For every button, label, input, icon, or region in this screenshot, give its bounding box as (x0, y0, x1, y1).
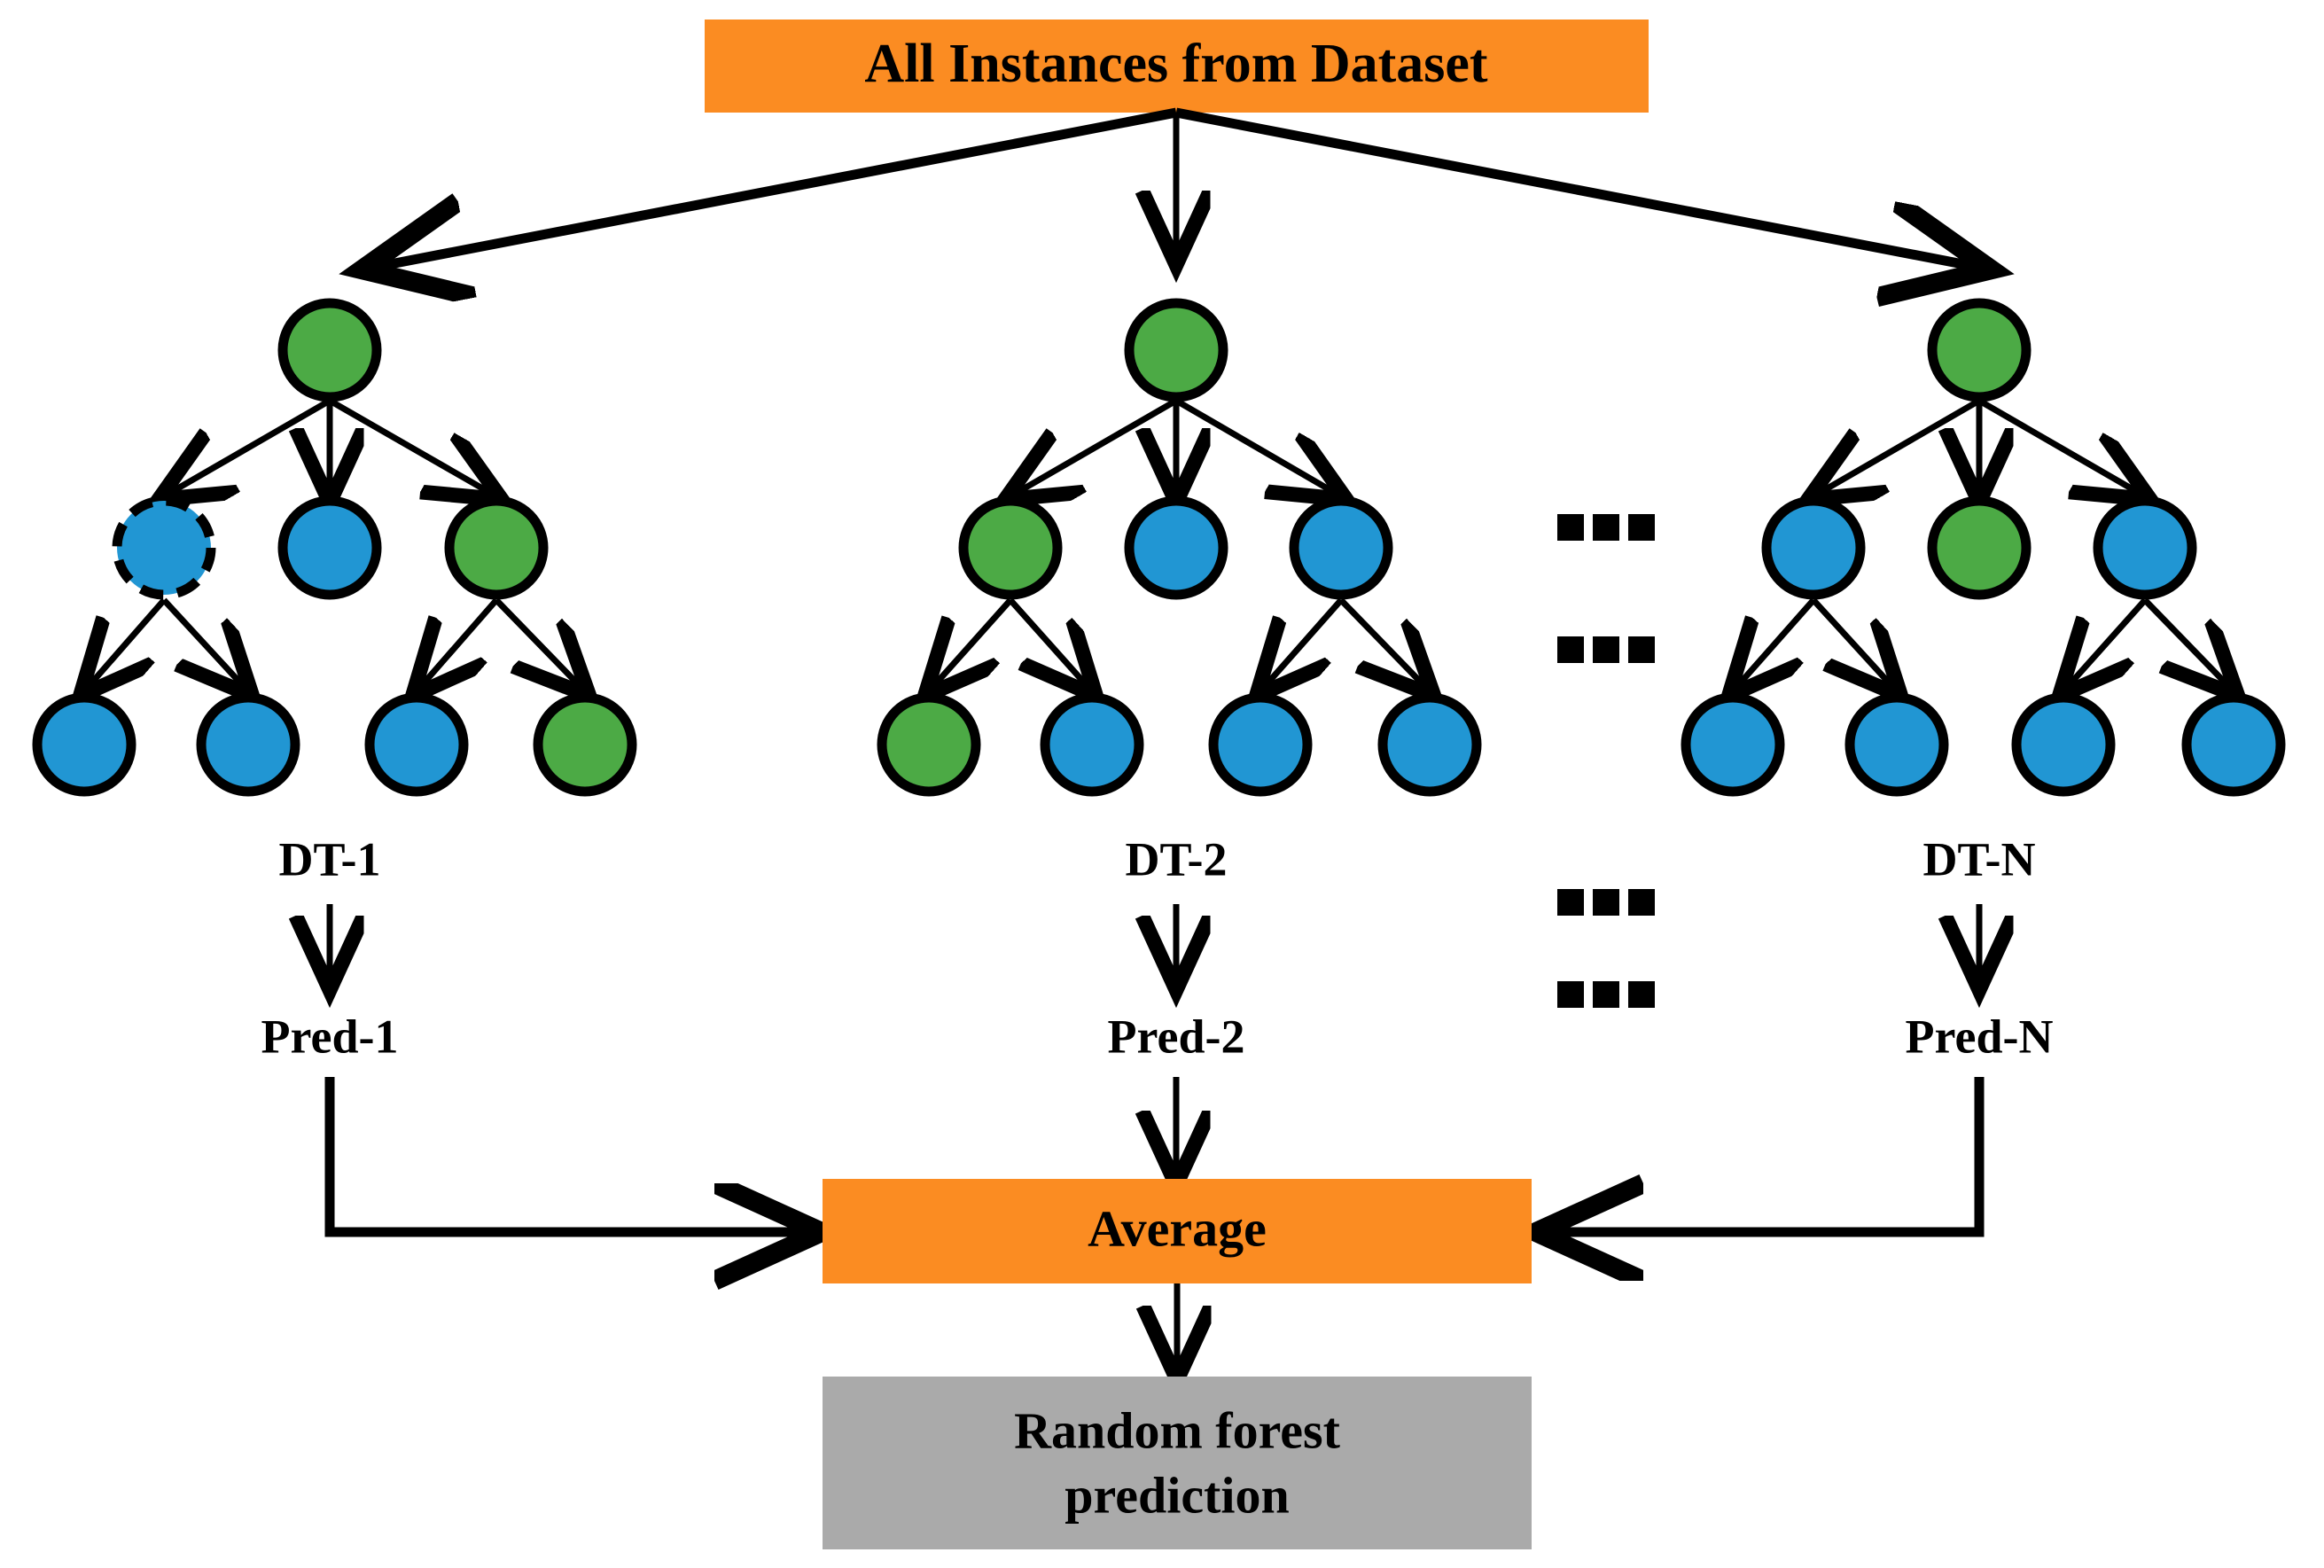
edge-dt1-l2a-l3b (161, 597, 248, 691)
dt1-node-l2-1 (112, 495, 216, 600)
ellipsis-dot (1593, 889, 1619, 916)
dt2-node-l2-1 (958, 495, 1063, 600)
edge-dtn-l2a-l3a (1733, 597, 1816, 691)
pred2-label: Pred-2 (1108, 1010, 1245, 1063)
ellipsis-dot (1593, 514, 1619, 541)
edge-dtn-l2c-l3d (2142, 597, 2234, 691)
all-instances-box-rect (705, 20, 1649, 113)
edge-dt2-l2c-l3c (1260, 597, 1344, 691)
dt2-node-l3-4 (1377, 692, 1482, 797)
average-box-rect (823, 1179, 1532, 1283)
edge-dtn-root-l2c (1977, 397, 2145, 496)
ellipsis-dot (1628, 889, 1655, 916)
dtn-label: DT-N (1922, 832, 2035, 885)
dtn-node-l3-4 (2181, 692, 2286, 797)
ellipsis-dot (1628, 636, 1655, 663)
all-instances-box: All Instances from Dataset (705, 20, 1649, 113)
edge-dtn-root-l2a (1813, 397, 1981, 496)
edge-dtn-l2c-l3c (2063, 597, 2148, 691)
dtn-node-l3-3 (2011, 692, 2116, 797)
dtn-node-root (1927, 298, 2032, 402)
edge-dt1-root-l2a (164, 397, 331, 496)
ellipsis-dot (1593, 636, 1619, 663)
path-pred1-to-average (324, 1077, 802, 1232)
ellipsis-dot (1557, 889, 1584, 916)
dt2-label: DT-2 (1125, 832, 1227, 885)
edge-dt2-root-l2a (1010, 397, 1178, 496)
edge-dt1-l2c-l3c (417, 597, 499, 691)
average-box: Average (823, 1179, 1532, 1283)
all-instances-box-label: All Instances from Dataset (864, 34, 1488, 94)
result-box-label-line2: prediction (1065, 1466, 1290, 1524)
dt1-node-l2-2 (277, 495, 382, 600)
dtn-node-l2-2 (1927, 495, 2032, 600)
ellipsis-row-4 (1557, 981, 1655, 1008)
result-box-rect (823, 1377, 1532, 1549)
ellipsis-dot (1628, 514, 1655, 541)
edge-dt1-root-l2c (328, 397, 496, 496)
dt2-node-l3-1 (877, 692, 981, 797)
edge-dt2-root-l2c (1174, 397, 1341, 496)
random-forest-prediction-box: Random forest prediction (823, 1377, 1532, 1549)
dtn-node-l3-2 (1844, 692, 1949, 797)
pred1-label: Pred-1 (261, 1010, 399, 1063)
predn-label: Pred-N (1906, 1010, 2054, 1063)
dt2-node-l3-3 (1208, 692, 1313, 797)
ellipsis-row-3 (1557, 889, 1655, 916)
edge-dt2-l2c-l3d (1338, 597, 1430, 691)
average-box-label: Average (1088, 1199, 1267, 1257)
edge-dt2-l2a-l3a (929, 597, 1013, 691)
ellipsis-dot (1557, 514, 1584, 541)
dt1-node-root (277, 298, 382, 402)
tree-dt-1: DT-1 Pred-1 (32, 298, 802, 1232)
dt1-label: DT-1 (278, 832, 380, 885)
dt1-node-l3-3 (364, 692, 469, 797)
path-predn-to-average (1556, 1077, 1985, 1232)
dt2-node-l2-2 (1124, 495, 1228, 600)
tree-dt-n: DT-N Pred-N (1556, 298, 2286, 1232)
dt2-node-root (1124, 298, 1228, 402)
tree-dt-2: DT-2 Pred-2 (877, 298, 1482, 1179)
dt1-node-l3-1 (32, 692, 136, 797)
ellipsis-dot (1557, 636, 1584, 663)
dtn-node-l2-1 (1761, 495, 1866, 600)
edge-dtn-l2a-l3b (1811, 597, 1897, 691)
ellipsis-dot (1593, 981, 1619, 1008)
dt1-node-l3-2 (196, 692, 300, 797)
arrow-to-dtn (1174, 107, 1972, 266)
dt1-node-l3-4 (533, 692, 637, 797)
result-box-label-line1: Random forest (1014, 1401, 1341, 1459)
arrow-to-dt1 (381, 107, 1178, 266)
dt2-node-l3-2 (1040, 692, 1144, 797)
ellipsis-group (1557, 514, 1655, 1008)
dt1-node-l2-3 (444, 495, 549, 600)
dataset-split-arrows (381, 107, 1972, 266)
edge-dt1-l2a-l3a (84, 597, 167, 691)
edge-dt2-l2a-l3b (1008, 597, 1092, 691)
edge-dt1-l2c-l3d (494, 597, 585, 691)
ellipsis-dot (1557, 981, 1584, 1008)
ellipsis-row-2 (1557, 636, 1655, 663)
dtn-node-l3-1 (1681, 692, 1785, 797)
dt2-node-l2-3 (1289, 495, 1393, 600)
ellipsis-dot (1628, 981, 1655, 1008)
ellipsis-row-1 (1557, 514, 1655, 541)
dtn-node-l2-3 (2093, 495, 2197, 600)
